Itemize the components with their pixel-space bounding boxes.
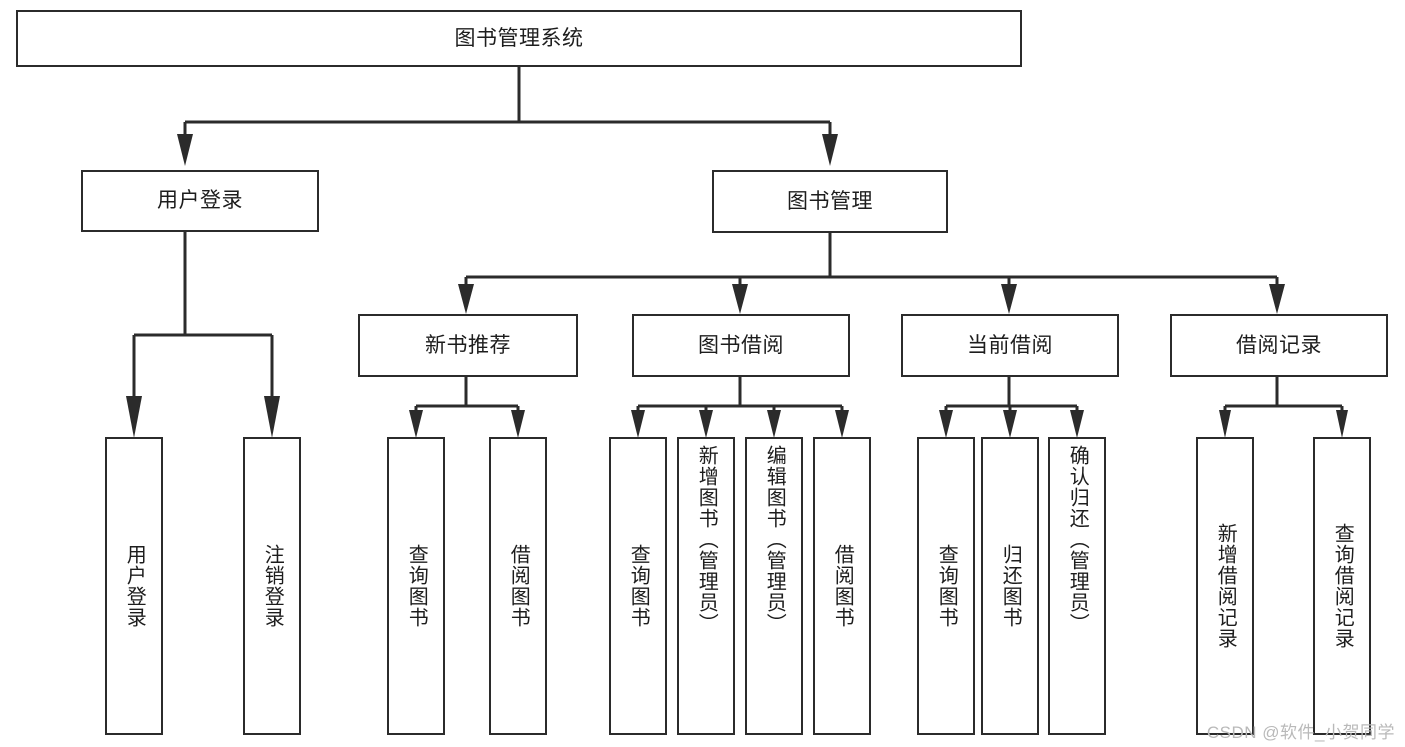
leaf-label-book-borrow-edit-book-admin: 编辑图书（管理员） xyxy=(763,445,786,634)
arrowhead-bb-child-3 xyxy=(767,410,781,438)
arrowhead-borrow-record xyxy=(1269,284,1285,314)
leaf-borrow-record-query-record[interactable]: 查询借阅记录 xyxy=(1313,437,1371,735)
leaf-book-borrow-borrow-book[interactable]: 借阅图书 xyxy=(813,437,871,735)
node-borrow-record[interactable]: 借阅记录 xyxy=(1170,314,1388,377)
leaf-current-borrow-confirm-return-admin[interactable]: 确认归还（管理员） xyxy=(1048,437,1106,735)
arrowhead-book-manage xyxy=(822,134,838,166)
node-label-new-book-recommend: 新书推荐 xyxy=(425,333,511,357)
leaf-borrow-record-add-record[interactable]: 新增借阅记录 xyxy=(1196,437,1254,735)
arrowhead-br-child-1 xyxy=(1219,410,1231,438)
arrowhead-br-child-2 xyxy=(1336,410,1348,438)
leaf-label-current-borrow-return-book: 归还图书 xyxy=(999,544,1022,628)
arrowhead-cb-child-2 xyxy=(1003,410,1017,438)
arrowhead-cb-child-3 xyxy=(1070,410,1084,438)
leaf-label-new-book-query-book: 查询图书 xyxy=(405,544,428,628)
node-user-login[interactable]: 用户登录 xyxy=(81,170,319,232)
leaf-new-book-query-book[interactable]: 查询图书 xyxy=(387,437,445,735)
node-new-book-recommend[interactable]: 新书推荐 xyxy=(358,314,578,377)
node-book-borrow[interactable]: 图书借阅 xyxy=(632,314,850,377)
leaf-book-borrow-edit-book-admin[interactable]: 编辑图书（管理员） xyxy=(745,437,803,735)
leaf-book-borrow-add-book-admin[interactable]: 新增图书（管理员） xyxy=(677,437,735,735)
leaf-user-login-logout[interactable]: 注销登录 xyxy=(243,437,301,735)
node-root-book-management-system[interactable]: 图书管理系统 xyxy=(16,10,1022,67)
leaf-book-borrow-query-book[interactable]: 查询图书 xyxy=(609,437,667,735)
node-label-book-management: 图书管理 xyxy=(787,189,873,213)
arrowhead-nb-child-2 xyxy=(511,410,525,438)
leaf-label-borrow-record-query-record: 查询借阅记录 xyxy=(1331,523,1354,649)
leaf-new-book-borrow-book[interactable]: 借阅图书 xyxy=(489,437,547,735)
arrowhead-nb-child-1 xyxy=(409,410,423,438)
node-label-user-login: 用户登录 xyxy=(157,189,243,213)
leaf-label-new-book-borrow-book: 借阅图书 xyxy=(507,544,530,628)
node-current-borrow[interactable]: 当前借阅 xyxy=(901,314,1119,377)
arrowhead-bb-child-1 xyxy=(631,410,645,438)
leaf-label-book-borrow-add-book-admin: 新增图书（管理员） xyxy=(695,445,718,634)
arrowhead-cb-child-1 xyxy=(939,410,953,438)
node-label-root: 图书管理系统 xyxy=(454,26,584,50)
arrowhead-bb-child-4 xyxy=(835,410,849,438)
arrowhead-new-book xyxy=(458,284,474,314)
leaf-label-borrow-record-add-record: 新增借阅记录 xyxy=(1214,523,1237,649)
csdn-watermark: CSDN @软件_小贺同学 xyxy=(1206,723,1395,742)
node-label-book-borrow: 图书借阅 xyxy=(698,333,784,357)
leaf-label-book-borrow-query-book: 查询图书 xyxy=(627,544,650,628)
leaf-current-borrow-query-book[interactable]: 查询图书 xyxy=(917,437,975,735)
arrowhead-bb-child-2 xyxy=(699,410,713,438)
leaf-current-borrow-return-book[interactable]: 归还图书 xyxy=(981,437,1039,735)
leaf-label-user-login-logout: 注销登录 xyxy=(261,544,284,628)
arrowhead-ul-child-2 xyxy=(264,396,280,438)
node-label-borrow-record: 借阅记录 xyxy=(1236,333,1322,357)
node-label-current-borrow: 当前借阅 xyxy=(967,333,1053,357)
leaf-user-login-login[interactable]: 用户登录 xyxy=(105,437,163,735)
leaf-label-user-login-login: 用户登录 xyxy=(123,544,146,628)
leaf-label-book-borrow-borrow-book: 借阅图书 xyxy=(831,544,854,628)
leaf-label-current-borrow-query-book: 查询图书 xyxy=(935,544,958,628)
arrowhead-book-borrow xyxy=(732,284,748,314)
arrowhead-ul-child-1 xyxy=(126,396,142,438)
arrowhead-current-borrow xyxy=(1001,284,1017,314)
node-book-management[interactable]: 图书管理 xyxy=(712,170,948,233)
leaf-label-current-borrow-confirm-return-admin: 确认归还（管理员） xyxy=(1066,445,1089,634)
arrowheads xyxy=(126,134,1348,438)
arrowhead-user-login xyxy=(177,134,193,166)
